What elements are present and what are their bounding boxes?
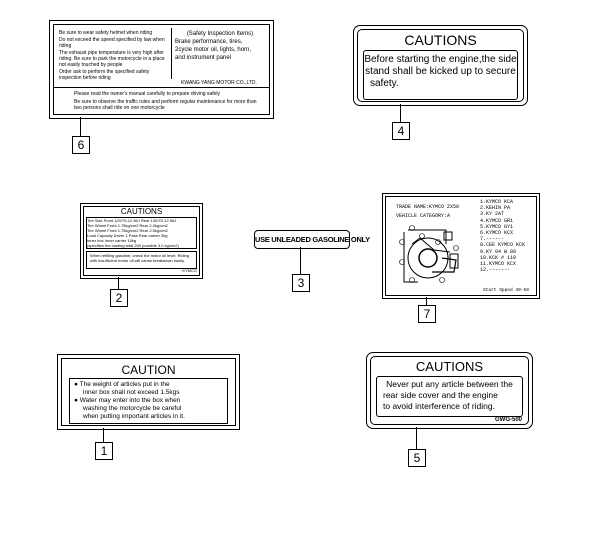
callout-3: 3 bbox=[292, 274, 310, 292]
leader-line bbox=[400, 104, 401, 122]
rule-line: Please read the owner's manual carefully… bbox=[74, 91, 221, 97]
callout-4: 4 bbox=[392, 122, 410, 140]
inspection-title: (Safety Inspection Items) bbox=[186, 31, 254, 37]
list-item: 12.------- bbox=[480, 267, 511, 274]
callout-7: 7 bbox=[418, 305, 436, 323]
cautions-title: CAUTIONS bbox=[120, 207, 163, 216]
caution-text-box: ● The weight of articles put in the inne… bbox=[69, 378, 228, 424]
inspection-box: (Safety Inspection Items) Brake performa… bbox=[171, 28, 268, 79]
list-item: 5.KYMCO GY1 bbox=[480, 223, 514, 230]
divider bbox=[54, 87, 269, 88]
list-item: 4.KYMCO GR1 bbox=[480, 217, 514, 224]
list-item: 2.KEHIN PA bbox=[480, 205, 511, 212]
cautions-line: stand shall be kicked up to secure bbox=[365, 66, 516, 77]
list-item: 7.------ bbox=[480, 236, 505, 243]
cautions-label-2-border bbox=[83, 206, 200, 276]
emission-label-7-border bbox=[385, 196, 537, 296]
leader-line bbox=[103, 428, 104, 442]
inspection-item: Brake performance, tires, bbox=[175, 39, 243, 45]
cautions-text-box: Before starting the engine,the side stan… bbox=[363, 50, 518, 100]
caution-line: ● The weight of articles put in the bbox=[70, 381, 227, 389]
list-item: 1.KYMCO KCA bbox=[480, 199, 514, 205]
cautions-label-4-border bbox=[357, 29, 524, 102]
safety-label-6-left-text: Be sure to wear safety helmet when ridin… bbox=[59, 30, 171, 81]
caution-line: when putting important articles in it. bbox=[83, 413, 185, 420]
leader-line bbox=[416, 427, 417, 449]
callout-5: 5 bbox=[408, 449, 426, 467]
safety-label-6-border bbox=[53, 24, 270, 115]
leader-line bbox=[80, 117, 81, 136]
trade-name: TRADE NAME:KYMCO ZX50 bbox=[396, 204, 460, 210]
safety-label-6: Be sure to wear safety helmet when ridin… bbox=[49, 20, 274, 119]
caution-line-text: The weight of articles put in the bbox=[79, 381, 170, 388]
rule-line: Be sure to observe the traffic rules and… bbox=[74, 99, 257, 111]
caution-label-1: CAUTION ● The weight of articles put in … bbox=[57, 354, 240, 430]
list-item: 3.KY 2AT bbox=[480, 211, 505, 218]
safety-label-6-bottom-text: Please read the owner's manual carefully… bbox=[74, 91, 264, 111]
list-item: 9.KY 04 W 88 bbox=[480, 248, 517, 255]
spec-table: Tire Size Front 120/70-12 56J Rear 130/7… bbox=[86, 217, 197, 249]
spec-row: Tire Wheel Front 1.75kg/cm2 Rear 2.0kg/c… bbox=[87, 223, 168, 228]
leader-line bbox=[300, 247, 301, 274]
spec-row: (specifies the loading total 200 possibl… bbox=[87, 243, 179, 248]
start-speed: Start Spped 40-58 bbox=[483, 288, 529, 293]
caution-line-text: Water may enter into the box when bbox=[79, 397, 181, 404]
caution-label-1-border bbox=[61, 358, 236, 426]
maker-name: KWANG YANG MOTOR CO.,LTD. bbox=[181, 80, 257, 86]
unleaded-text: USE UNLEADED GASOLINE ONLY bbox=[255, 235, 370, 244]
list-item: 6.KYMCO KCX bbox=[480, 230, 514, 237]
callout-2: 2 bbox=[110, 289, 128, 307]
list-item: 10.KCK # 118 bbox=[480, 254, 517, 261]
leader-line bbox=[426, 297, 427, 305]
cautions-label-5: CAUTIONS Never put any article between t… bbox=[366, 352, 533, 429]
cautions-line: to avoid interference of riding. bbox=[383, 401, 495, 411]
cautions-line: Never put any article between the bbox=[386, 379, 513, 389]
inspection-item: 2cycle motor oil, lights, horn, bbox=[175, 47, 252, 53]
callout-1: 1 bbox=[95, 442, 113, 460]
bullet-icon: ● bbox=[74, 381, 80, 388]
label-code: KYMCO bbox=[182, 268, 197, 273]
oil-note-box: When refilling gasoline, check the motor… bbox=[86, 251, 197, 269]
list-item: 11.KYMCO KCX bbox=[480, 261, 517, 268]
spec-row: Load Capacity Driver 1 Pass Rear carrier… bbox=[87, 233, 168, 238]
vehicle-category: VEHICLE CATEGORY:A bbox=[396, 213, 451, 219]
leader-line bbox=[118, 277, 119, 289]
rule-line: Order ask to perform the specified safet… bbox=[59, 69, 150, 81]
cautions-line: rear side cover and the engine bbox=[383, 390, 498, 400]
label-code: GWG-500 bbox=[494, 417, 522, 423]
oil-note: When refilling gasoline, check the motor… bbox=[90, 253, 189, 263]
cautions-line: Before starting the engine,the side bbox=[364, 54, 517, 65]
inspection-item: and instrument panel bbox=[175, 55, 232, 61]
callout-6: 6 bbox=[72, 136, 90, 154]
list-item: 8.CEE KYMCO KCK bbox=[480, 242, 526, 249]
cautions-text-box: Never put any article between the rear s… bbox=[376, 376, 523, 417]
hose-routing-diagram bbox=[399, 225, 459, 283]
rule-line: Be sure to wear safety helmet when ridin… bbox=[59, 30, 153, 36]
caution-line: washing the motorcycle be careful bbox=[83, 405, 182, 412]
bullet-icon: ● bbox=[74, 397, 80, 404]
unleaded-sticker-3: USE UNLEADED GASOLINE ONLY bbox=[254, 230, 370, 249]
spec-row: Tire Wheel Front 1.75kg/cm2 Rear 2.5kg/c… bbox=[87, 228, 168, 233]
rule-line: The exhaust pipe temperature is very hig… bbox=[59, 50, 165, 68]
rule-line: Do not exceed the speed specified by law… bbox=[59, 37, 165, 49]
caution-line: inner box shall not exceed 1.5kgs bbox=[83, 389, 180, 396]
cautions-label-5-border bbox=[370, 356, 529, 425]
component-list: 1.KYMCO KCA 2.KEHIN PA 3.KY 2AT 4.KYMCO … bbox=[480, 199, 536, 273]
cautions-title: CAUTIONS bbox=[404, 32, 477, 48]
emission-label-7: TRADE NAME:KYMCO ZX50 VEHICLE CATEGORY:A… bbox=[382, 193, 540, 299]
caution-title: CAUTION bbox=[121, 363, 176, 377]
cautions-title: CAUTIONS bbox=[415, 359, 484, 374]
cautions-label-4: CAUTIONS Before starting the engine,the … bbox=[353, 25, 528, 106]
cautions-line: safety. bbox=[370, 78, 399, 89]
caution-line: ● Water may enter into the box when bbox=[70, 397, 227, 405]
cautions-label-2: CAUTIONS Tire Size Front 120/70-12 56J R… bbox=[80, 203, 203, 279]
spec-row: Inner box Inner carrier 10kg bbox=[87, 238, 137, 243]
spec-row: Tire Size Front 120/70-12 56J Rear 130/7… bbox=[87, 218, 177, 223]
